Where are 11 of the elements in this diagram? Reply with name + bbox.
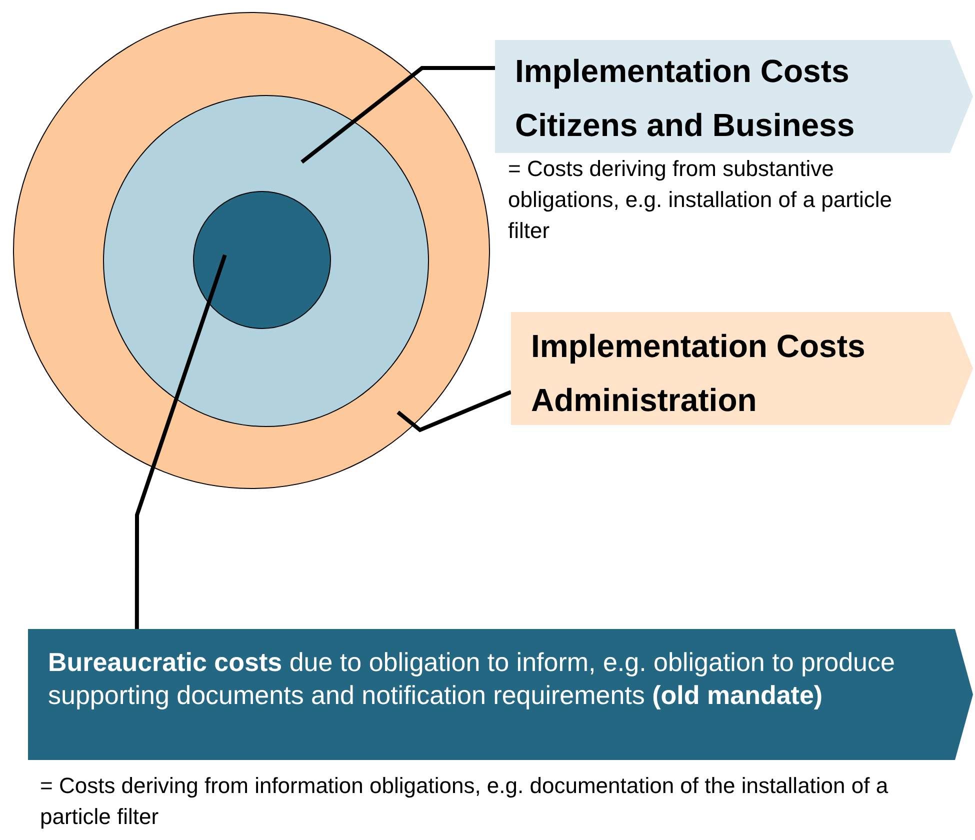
description-text: = Costs deriving from substantive obligations, e.g. installation of a particle filter xyxy=(508,155,894,245)
callout-box xyxy=(511,312,975,425)
leader-line xyxy=(134,254,227,629)
leader-line xyxy=(300,66,495,164)
callout-text: Implementation Costs Administration xyxy=(531,327,866,420)
callout-text: Implementation Costs Citizens and Business xyxy=(515,52,856,145)
callout-box xyxy=(28,629,975,760)
callout-text: Bureaucratic costs due to obligation to inform, e.g. obligation to produce supporting documents and notification requirements (old mandate) xyxy=(48,646,896,712)
callout-box xyxy=(495,40,975,153)
leader-line xyxy=(396,390,512,432)
description-text: = Costs deriving from information obligations, e.g. documentation of the installation of a particle filter xyxy=(40,772,890,831)
